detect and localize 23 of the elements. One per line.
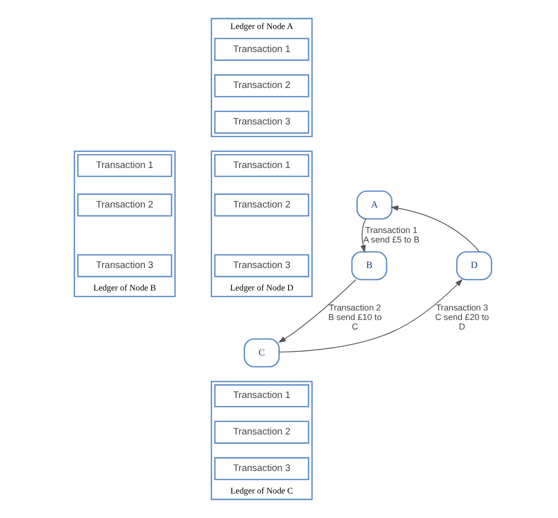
node-box: A [356, 190, 392, 220]
node-box: C [243, 338, 280, 368]
node-box: Transaction 3 [214, 254, 309, 278]
edge-label: Transaction 1 A send £5 to B [362, 224, 420, 244]
node-box: B [350, 251, 387, 280]
edge-label: Transaction 3 C send £20 to D [434, 302, 488, 332]
node-box: Transaction 3 [214, 110, 309, 134]
node-box: Transaction 2 [214, 420, 309, 444]
node-box: D [456, 251, 492, 280]
arrow [360, 218, 366, 253]
node-box: Transaction 3 [214, 457, 309, 480]
edge-label: Transaction 2 B send £10 to C [328, 302, 382, 332]
node-box: Transaction 1 [214, 38, 309, 61]
arrow [390, 206, 479, 252]
node-box: Transaction 2 [214, 74, 309, 98]
arrow [278, 279, 356, 343]
node-box: Transaction 2 [214, 194, 309, 216]
arrow [278, 278, 462, 353]
node-box: Transaction 1 [214, 154, 309, 178]
node-box: Transaction 1 [214, 384, 309, 408]
node-box: Transaction 2 [76, 194, 172, 216]
node-box: Transaction 3 [76, 254, 172, 278]
node-box: Transaction 1 [76, 154, 172, 178]
